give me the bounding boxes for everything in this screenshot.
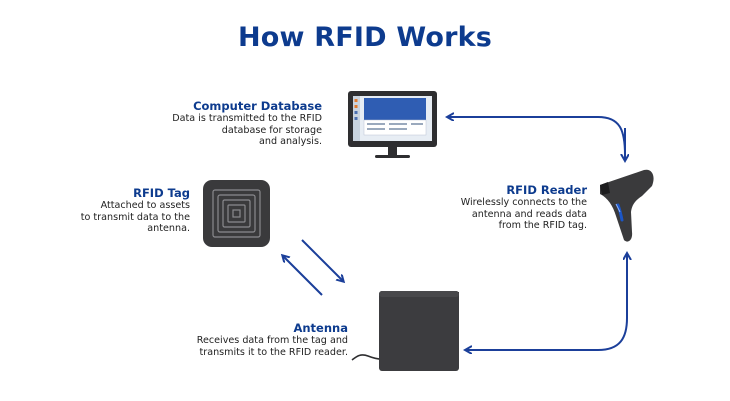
rfid-reader-icon	[600, 169, 654, 242]
arrow-reader-to-database	[448, 117, 626, 156]
computer-database-label: Computer Database Data is transmitted to…	[150, 99, 322, 148]
computer-database-desc: Data is transmitted to the RFID database…	[172, 113, 322, 148]
rfid-tag-title: RFID Tag	[133, 186, 190, 200]
rfid-reader-desc: Wirelessly connects to the antenna and r…	[460, 197, 587, 232]
rfid-reader-title: RFID Reader	[506, 183, 587, 197]
computer-database-title: Computer Database	[193, 99, 322, 113]
diagram-title: How RFID Works	[237, 22, 493, 53]
arrow-antenna-to-tag	[283, 256, 323, 296]
arrow-antenna-to-reader	[468, 254, 627, 351]
rfid-reader-label: RFID Reader Wirelessly connects to the a…	[430, 183, 587, 232]
antenna-icon	[351, 291, 459, 371]
antenna-label: Antenna Receives data from the tag and t…	[170, 321, 348, 358]
antenna-title: Antenna	[293, 321, 348, 335]
rfid-tag-icon	[203, 180, 270, 247]
rfid-tag-label: RFID Tag Attached to assets to transmit …	[60, 186, 190, 235]
flow-arrows	[283, 117, 627, 350]
arrow-tag-to-antenna	[301, 239, 343, 281]
computer-monitor-icon	[348, 91, 437, 158]
antenna-desc: Receives data from the tag and transmits…	[196, 335, 348, 358]
rfid-tag-desc: Attached to assets to transmit data to t…	[80, 200, 190, 235]
